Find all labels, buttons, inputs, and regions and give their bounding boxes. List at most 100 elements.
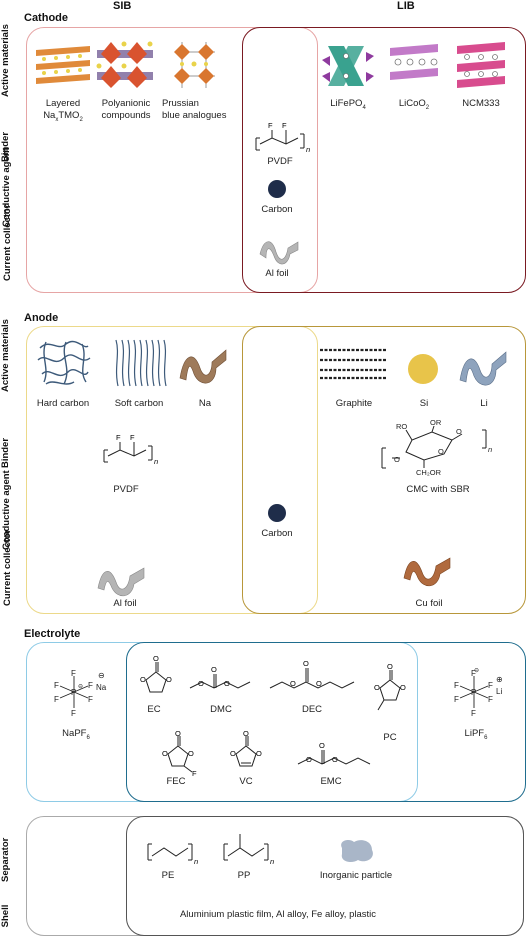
svg-text:O: O: [438, 447, 444, 456]
svg-text:⊖: ⊖: [78, 684, 83, 690]
svg-text:O: O: [224, 679, 230, 688]
svg-text:OR: OR: [430, 418, 442, 427]
ncm333-label: NCM333: [462, 98, 500, 109]
dec-label: DEC: [301, 704, 323, 715]
ec-label: EC: [147, 704, 161, 715]
cathode-sib-box: [26, 27, 318, 293]
licoo2-label: LiCoO2: [398, 98, 430, 111]
anode-title: Anode: [24, 312, 59, 324]
svg-text:O: O: [175, 729, 181, 738]
svg-text:F: F: [71, 709, 76, 718]
svg-text:O: O: [256, 749, 262, 758]
anode-sib-binder-label: PVDF: [113, 484, 139, 495]
svg-text:O: O: [290, 679, 296, 688]
sib-header: SIB: [113, 0, 132, 12]
svg-text:O: O: [316, 679, 322, 688]
ec-structure-icon: O O O: [140, 654, 172, 693]
prussian-blue-icon: [174, 42, 215, 88]
svg-text:⊖: ⊖: [474, 668, 479, 674]
anode-row-active: Active materials: [0, 319, 11, 392]
anode-lib-collector-label: Cu foil: [415, 598, 443, 609]
svg-text:F: F: [488, 695, 493, 704]
shell-row-label: Shell: [0, 904, 11, 928]
napf6-label: NaPF6: [62, 728, 90, 741]
cu-foil-icon: [403, 557, 451, 587]
svg-text:O: O: [306, 755, 312, 764]
svg-text:P: P: [71, 688, 76, 697]
svg-text:O: O: [162, 749, 168, 758]
svg-text:O: O: [211, 665, 217, 674]
svg-text:Na: Na: [96, 683, 107, 692]
svg-text:n: n: [488, 445, 492, 454]
electrolyte-title: Electrolyte: [24, 628, 81, 640]
pvdf-structure-icon: F F n: [255, 121, 310, 154]
svg-text:n: n: [154, 457, 158, 466]
carbon-dot-icon: [268, 180, 286, 198]
svg-text:O: O: [230, 749, 236, 758]
svg-text:O: O: [394, 455, 400, 464]
svg-text:RO: RO: [396, 422, 407, 431]
svg-text:F: F: [130, 433, 135, 442]
svg-text:O: O: [188, 749, 194, 758]
svg-text:O: O: [153, 654, 159, 663]
na-metal-icon: [179, 349, 227, 384]
svg-text:O: O: [456, 427, 462, 436]
svg-text:O: O: [387, 662, 393, 671]
vc-label: VC: [239, 776, 253, 787]
cathode-row-collector: Current collector: [2, 204, 13, 281]
svg-text:F: F: [471, 709, 476, 718]
inorganic-particle-label: Inorganic particle: [319, 870, 393, 881]
anode-sib-box: [26, 326, 318, 614]
cathode-collector-label: Al foil: [265, 268, 289, 279]
svg-text:CH₂OR: CH₂OR: [416, 468, 442, 477]
svg-text:O: O: [140, 675, 146, 684]
pc-label: PC: [383, 732, 397, 743]
soft-carbon-label: Soft carbon: [114, 398, 164, 409]
graphite-icon: [320, 348, 386, 380]
svg-text:F: F: [471, 669, 476, 678]
anode-lib-box: [242, 326, 526, 614]
layered-label: Layered NaxTMO2: [43, 98, 83, 123]
svg-text:O: O: [332, 755, 338, 764]
cathode-row-active: Active materials: [0, 24, 11, 97]
lipf6-label: LiPF6: [464, 728, 488, 741]
hard-carbon-icon: [37, 340, 91, 385]
pe-structure-icon: n: [147, 843, 198, 866]
lifepo4-label: LiFePO4: [330, 98, 366, 111]
electrolyte-lib-box: [126, 642, 526, 802]
anode-lib-binder-label: CMC with SBR: [406, 484, 470, 495]
svg-text:n: n: [306, 145, 310, 154]
polyanionic-icon: [96, 41, 153, 88]
svg-text:⊖: ⊖: [98, 671, 105, 680]
cmc-structure-icon: RO OR O O CH₂OR O n: [381, 418, 492, 477]
layered-oxide-icon: [36, 46, 90, 84]
svg-text:O: O: [166, 675, 172, 684]
anode-conductive-label: Carbon: [261, 528, 293, 539]
svg-text:P: P: [471, 688, 476, 697]
cathode-lib-box: [242, 27, 526, 293]
anode-al-foil-icon: [97, 567, 145, 597]
svg-text:Li: Li: [496, 687, 502, 696]
emc-label: EMC: [320, 776, 342, 787]
fec-label: FEC: [166, 776, 186, 787]
cathode-title: Cathode: [24, 12, 68, 24]
svg-text:⊕: ⊕: [496, 675, 503, 684]
li-metal-icon: [459, 351, 507, 386]
cathode-binder-label: PVDF: [267, 156, 293, 167]
svg-text:F: F: [454, 695, 459, 704]
svg-text:F: F: [116, 433, 121, 442]
svg-text:F: F: [54, 695, 59, 704]
si-label: Si: [419, 398, 429, 409]
svg-text:F: F: [488, 681, 493, 690]
svg-text:F: F: [71, 669, 76, 678]
